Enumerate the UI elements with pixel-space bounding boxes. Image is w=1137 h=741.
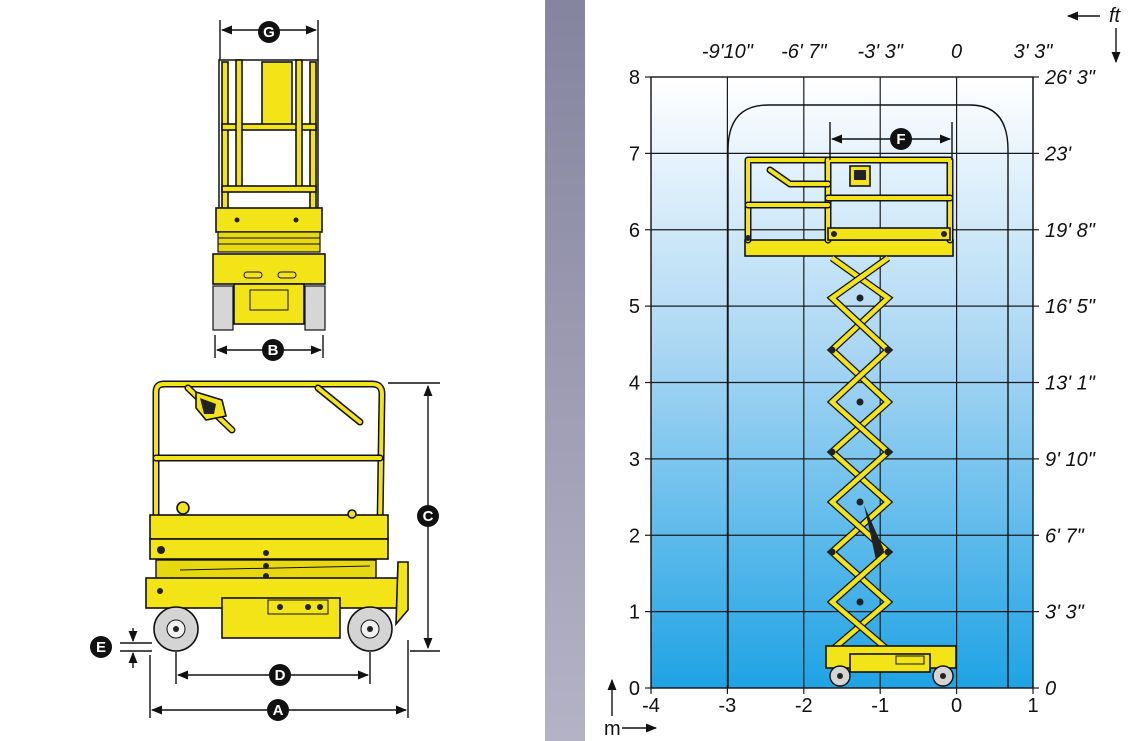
svg-text:B: B (268, 342, 279, 359)
badge-a: A (267, 699, 289, 721)
y-tick-label-m: 2 (629, 525, 640, 547)
x-tick-label-m: 0 (951, 695, 962, 717)
chart-chassis (825, 645, 957, 687)
front-wheel (347, 606, 393, 652)
raised-platform (744, 156, 954, 257)
y-tick-label-ft: 16' 5" (1045, 296, 1096, 318)
badge-b: B (262, 339, 284, 361)
y-tick-label-m: 3 (629, 449, 640, 471)
y-tick-label-m: 7 (629, 143, 640, 165)
ft-unit-indicator: ft (1066, 5, 1122, 64)
scissor-stack (826, 255, 894, 653)
svg-text:A: A (273, 702, 284, 719)
divider-panel (545, 0, 585, 741)
y-tick-label-ft: 6' 7" (1045, 525, 1085, 547)
x-tick-label-m: -3 (719, 695, 737, 717)
y-tick-label-ft: 26' 3" (1044, 67, 1096, 89)
x-tick-label-m: -4 (642, 695, 660, 717)
y-tick-label-m: 1 (629, 602, 640, 624)
y-tick-label-m: 6 (629, 220, 640, 242)
x-tick-label-m: 1 (1027, 695, 1038, 717)
x-tick-label-m: -2 (795, 695, 813, 717)
y-tick-label-m: 4 (629, 373, 640, 395)
y-tick-label-m: 0 (629, 678, 640, 700)
x-tick-label-ft: -3' 3" (858, 41, 904, 63)
badge-e: E (90, 636, 112, 658)
x-tick-label-ft: 3' 3" (1014, 41, 1054, 63)
badge-c: C (417, 505, 439, 527)
top-view: G B (212, 20, 326, 361)
badge-d: D (269, 664, 291, 686)
svg-text:E: E (96, 639, 106, 656)
working-envelope (727, 104, 1009, 688)
m-unit-indicator: m (604, 678, 658, 740)
x-tick-label-m: -1 (871, 695, 889, 717)
svg-text:ft: ft (1109, 5, 1122, 27)
y-tick-label-ft: 0 (1045, 678, 1056, 700)
badge-f: F (890, 128, 912, 150)
badge-g: G (258, 21, 280, 43)
y-tick-label-ft: 19' 8" (1045, 220, 1096, 242)
y-tick-label-m: 5 (629, 296, 640, 318)
svg-text:D: D (275, 667, 286, 684)
y-tick-label-ft: 13' 1" (1045, 373, 1096, 395)
svg-text:C: C (423, 508, 434, 525)
y-tick-label-ft: 3' 3" (1045, 602, 1085, 624)
svg-text:m: m (604, 718, 621, 740)
rear-wheel (153, 606, 199, 652)
x-tick-label-ft: -9'10" (702, 41, 754, 63)
svg-text:G: G (263, 24, 275, 41)
svg-text:F: F (896, 131, 905, 148)
side-view: C E D A (90, 380, 440, 721)
x-tick-label-ft: -6' 7" (781, 41, 827, 63)
x-tick-label-ft: 0 (951, 41, 962, 63)
y-tick-label-ft: 9' 10" (1045, 449, 1096, 471)
y-tick-label-ft: 23' (1044, 143, 1072, 165)
y-tick-label-m: 8 (629, 67, 640, 89)
